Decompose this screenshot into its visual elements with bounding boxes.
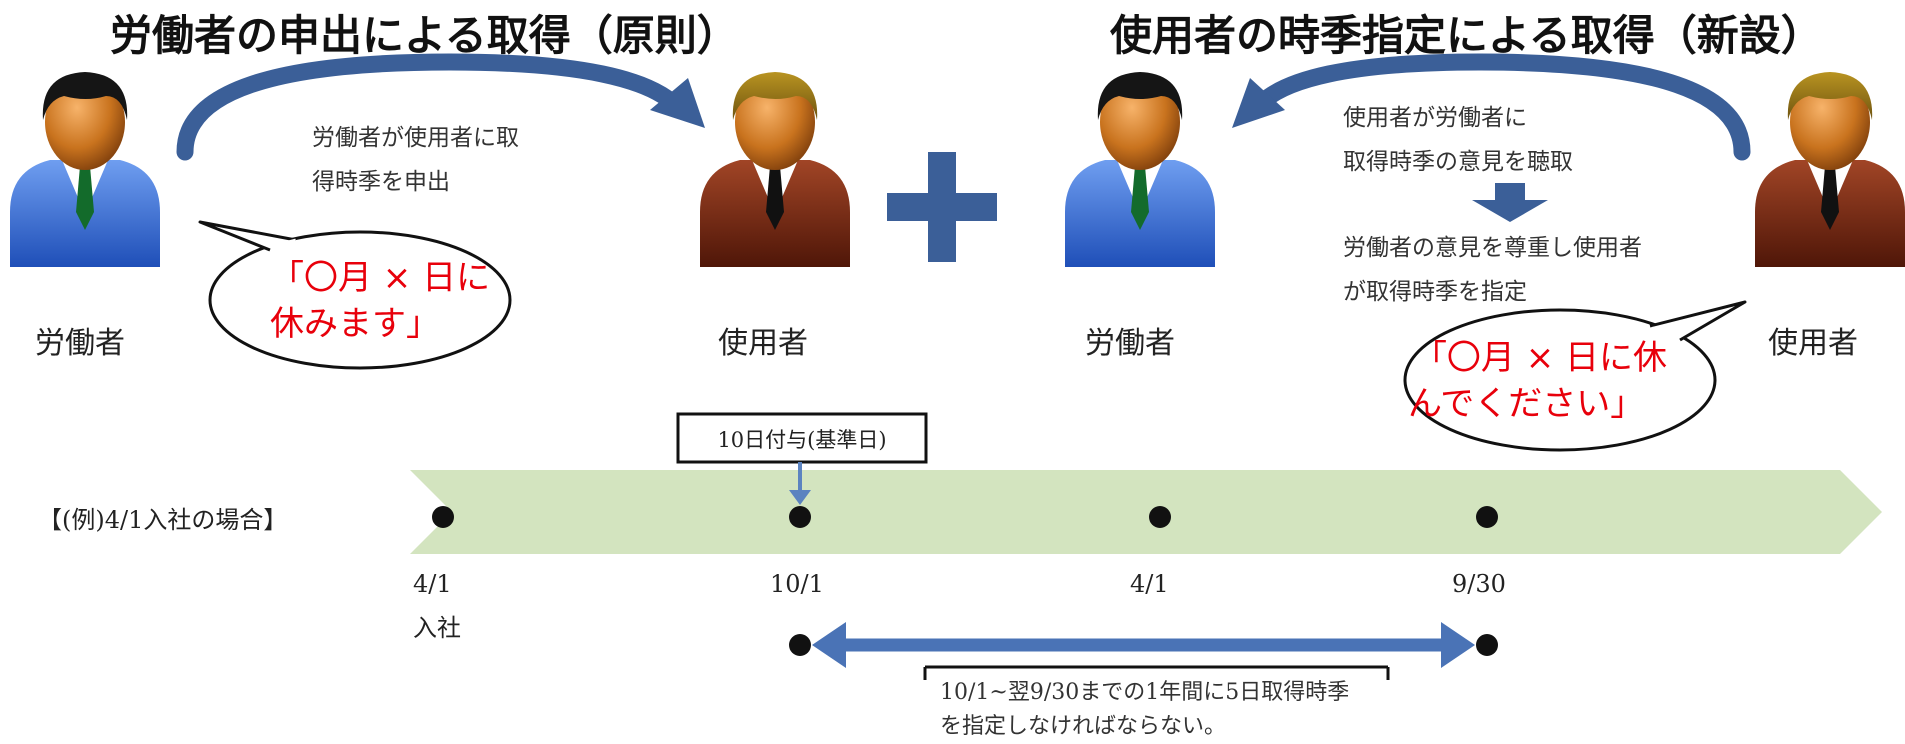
- date-label-2: 10/1: [770, 570, 824, 598]
- date-label-3: 4/1: [1130, 570, 1169, 598]
- right-note-line: が取得時季を指定: [1343, 279, 1527, 305]
- employer-left-figure: [700, 72, 850, 267]
- left-request-arrow: [176, 53, 689, 161]
- worker-right-figure: [1065, 72, 1215, 267]
- left-arrow-head: [650, 78, 705, 128]
- right-title: 使用者の時季指定による取得（新設）: [1110, 11, 1823, 60]
- period-start-point: [789, 634, 811, 656]
- left-note-line: 労働者が使用者に取: [312, 125, 519, 151]
- grant-pointer-head: [789, 490, 811, 505]
- timeline-point: [789, 506, 811, 528]
- grant-box-label: 10日付与(基準日): [717, 428, 887, 452]
- range-note: 10/1~翌9/30までの1年間に5日取得時季 を指定しなければならない。: [940, 676, 1349, 744]
- right-note-line: 労働者の意見を尊重し使用者: [1343, 235, 1642, 261]
- employer-right-label: 使用者: [1768, 326, 1858, 361]
- right-speech-bubble: [1403, 300, 1747, 452]
- timeline-first-year: [410, 470, 1162, 554]
- left-speech-text: 「〇月 × 日に 休みます」: [270, 255, 490, 347]
- range-note-line: 10/1~翌9/30までの1年間に5日取得時季: [940, 680, 1350, 705]
- right-designate-arrow: [1246, 53, 1751, 161]
- timeline-point: [1476, 506, 1498, 528]
- left-note: 労働者が使用者に取 得時季を申出: [312, 116, 519, 204]
- left-speech-line: 休みます」: [270, 304, 440, 344]
- down-arrow-icon: [1472, 183, 1548, 222]
- timeline-point: [1149, 506, 1171, 528]
- left-note-line: 得時季を申出: [312, 169, 450, 195]
- timeline-point: [432, 506, 454, 528]
- right-speech-line: んでください」: [1408, 384, 1645, 424]
- range-note-line: を指定しなければならない。: [940, 714, 1227, 739]
- left-speech-bubble: [198, 220, 512, 370]
- right-arrow-head: [1232, 78, 1285, 128]
- left-speech-line: 「〇月 × 日に: [270, 258, 491, 298]
- employer-right-figure: [1755, 72, 1905, 267]
- right-note-line: 取得時季の意見を聴取: [1343, 149, 1573, 175]
- right-speech-text: 「〇月 × 日に休 んでください」: [1390, 335, 1690, 427]
- timeline-second-year: [1115, 470, 1882, 554]
- period-arrow-right-head: [1441, 622, 1475, 668]
- right-note-line: 使用者が労働者に: [1343, 105, 1527, 131]
- worker-left-figure: [10, 72, 160, 267]
- date-label-4: 9/30: [1452, 570, 1506, 598]
- date-sublabel-1: 入社: [413, 614, 461, 642]
- employer-left-label: 使用者: [718, 326, 808, 361]
- period-arrow-left-head: [812, 622, 846, 668]
- right-note-bottom: 労働者の意見を尊重し使用者 が取得時季を指定: [1343, 226, 1642, 314]
- worker-right-label: 労働者: [1085, 326, 1175, 361]
- left-title: 労働者の申出による取得（原則）: [110, 11, 739, 60]
- right-speech-line: 「〇月 × 日に休: [1412, 338, 1668, 378]
- worker-left-label: 労働者: [35, 326, 125, 361]
- grant-date-box: [676, 412, 928, 464]
- example-label: 【(例)4/1入社の場合】: [38, 506, 288, 534]
- right-note-top: 使用者が労働者に 取得時季の意見を聴取: [1343, 96, 1573, 184]
- date-label-1: 4/1: [413, 570, 452, 598]
- period-end-point: [1476, 634, 1498, 656]
- plus-icon: [887, 152, 997, 262]
